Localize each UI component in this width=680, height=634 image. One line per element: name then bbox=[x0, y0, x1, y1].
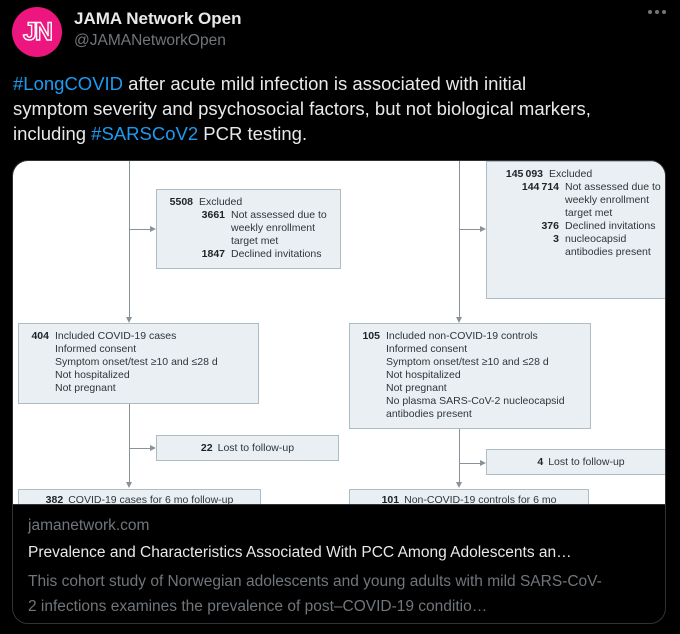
display-name[interactable]: JAMA Network Open bbox=[74, 9, 242, 28]
more-icon[interactable] bbox=[648, 10, 666, 14]
arrow-down-icon bbox=[126, 482, 132, 488]
arrow-right-icon bbox=[480, 226, 486, 232]
flow-line bbox=[129, 448, 150, 449]
flow-line bbox=[459, 463, 480, 464]
flow-line bbox=[129, 161, 130, 317]
tweet-line-1: #LongCOVID after acute mild infection is… bbox=[13, 73, 527, 94]
tweet-line-3: including #SARSCoV2 PCR testing. bbox=[13, 123, 308, 144]
arrow-right-icon bbox=[150, 445, 156, 451]
arrow-down-icon bbox=[456, 482, 462, 488]
arrow-right-icon bbox=[150, 226, 156, 232]
flow-line bbox=[459, 161, 460, 317]
flow-line bbox=[129, 229, 150, 230]
arrow-down-icon bbox=[126, 317, 132, 323]
card-footer[interactable]: jamanetwork.com Prevalence and Character… bbox=[13, 504, 665, 619]
flow-line bbox=[459, 429, 460, 482]
tweet-line-2: symptom severity and psychosocial factor… bbox=[13, 98, 591, 119]
arrow-right-icon bbox=[480, 460, 486, 466]
card-title: Prevalence and Characteristics Associate… bbox=[28, 544, 572, 561]
avatar[interactable]: JN bbox=[12, 7, 62, 57]
avatar-initials: JN bbox=[22, 17, 53, 46]
flow-line bbox=[459, 229, 480, 230]
user-handle[interactable]: @JAMANetworkOpen bbox=[74, 32, 226, 49]
hashtag-sarscov2[interactable]: #SARSCoV2 bbox=[91, 123, 199, 144]
card-description: This cohort study of Norwegian adolescen… bbox=[28, 573, 602, 615]
tweet-text: #LongCOVID after acute mild infection is… bbox=[13, 71, 673, 146]
arrow-down-icon bbox=[456, 317, 462, 323]
hashtag-longcovid[interactable]: #LongCOVID bbox=[13, 73, 124, 94]
card-domain: jamanetwork.com bbox=[28, 517, 150, 534]
flow-line bbox=[129, 404, 130, 482]
